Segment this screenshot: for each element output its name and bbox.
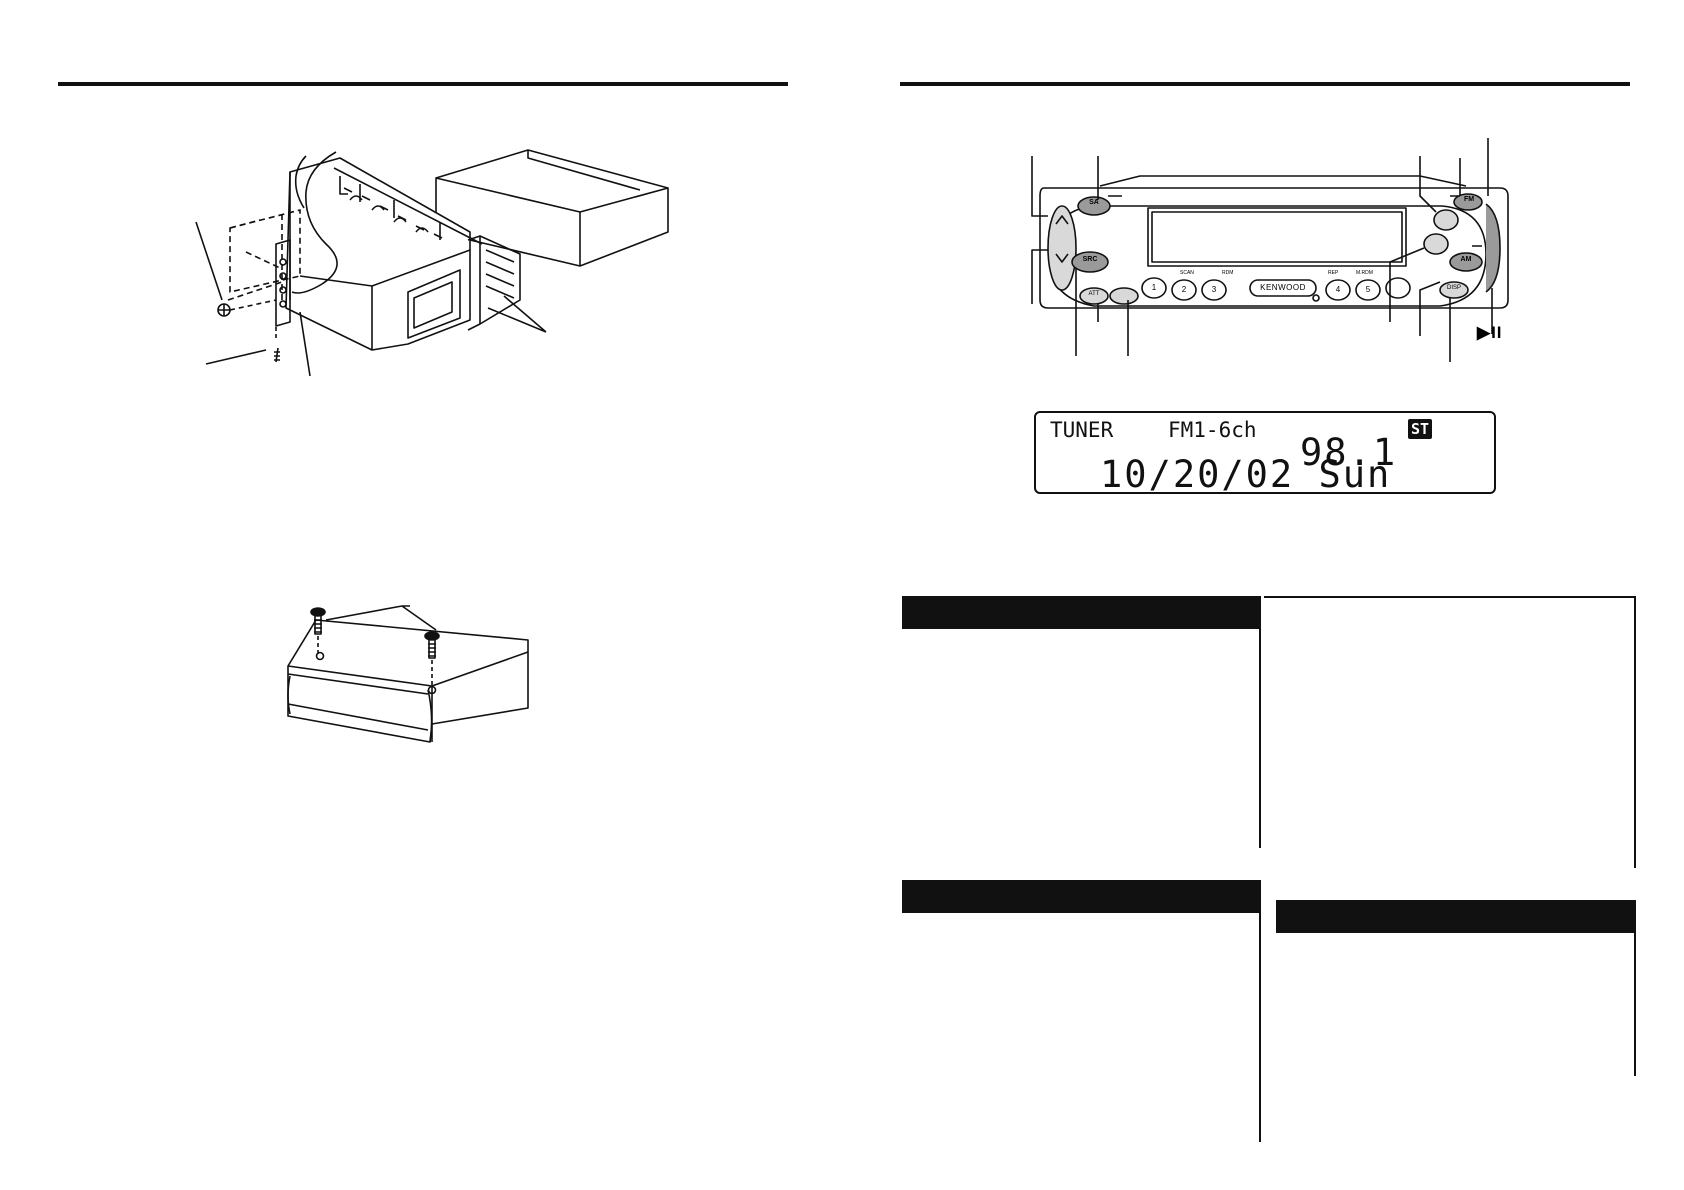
section-header-bottom-left xyxy=(902,880,1260,913)
fm-button[interactable]: FM xyxy=(1463,196,1475,203)
preset-3-button[interactable]: 3 xyxy=(1211,285,1217,294)
lcd-display: TUNER FM1-6ch ST 98.1 10/20/02 Sun xyxy=(1034,411,1496,496)
preset-5-button[interactable]: 5 xyxy=(1365,285,1371,294)
preset-2-button[interactable]: 2 xyxy=(1181,285,1187,294)
am-button[interactable]: AM xyxy=(1460,256,1472,263)
lcd-date-day: 10/20/02 Sun xyxy=(1100,453,1392,496)
section-header-bottom-right xyxy=(1276,900,1636,933)
left-page-top-rule xyxy=(58,82,788,86)
right-page-top-rule xyxy=(900,82,1630,86)
scan-label: SCAN xyxy=(1180,270,1194,276)
preset-4-button[interactable]: 4 xyxy=(1335,285,1341,294)
box-right-rule-bottom xyxy=(1634,900,1636,1076)
column-rule-bottom-left xyxy=(1259,880,1261,1142)
box-top-rule-right xyxy=(1264,596,1636,598)
lcd-frequency: 98.1 xyxy=(1300,431,1398,474)
lcd-source: TUNER xyxy=(1050,418,1114,442)
column-rule-top-left xyxy=(1259,596,1261,848)
disp-button[interactable]: DISP xyxy=(1446,285,1461,291)
rdm-label: RDM xyxy=(1222,270,1234,276)
sa-button[interactable]: SA xyxy=(1089,199,1099,206)
att-button[interactable]: ATT xyxy=(1088,291,1100,297)
section-header-top-left xyxy=(902,596,1260,629)
brand-logo: KENWOOD xyxy=(1260,283,1306,292)
src-button[interactable]: SRC xyxy=(1082,256,1098,263)
m-rdm-label: M.RDM xyxy=(1356,270,1373,276)
box-right-rule-top xyxy=(1634,596,1636,868)
lcd-band-channel: FM1-6ch xyxy=(1168,418,1257,442)
rep-label: REP xyxy=(1328,270,1339,276)
lcd-stereo-indicator: ST xyxy=(1408,419,1433,439)
play-pause-callout: ▶II xyxy=(1477,323,1503,342)
preset-1-button[interactable]: 1 xyxy=(1151,283,1157,292)
